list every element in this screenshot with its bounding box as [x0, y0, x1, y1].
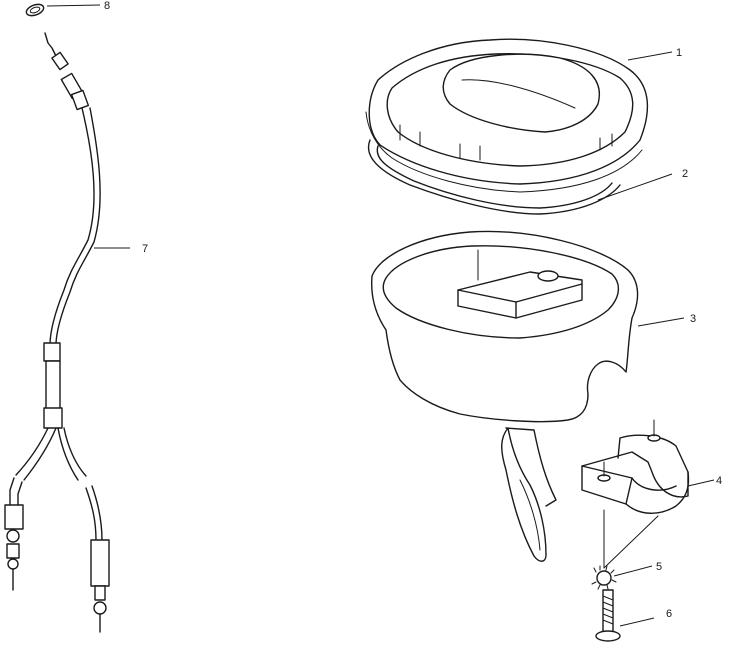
callout-3: 3 — [690, 313, 696, 325]
callout-5: 5 — [656, 561, 662, 573]
callout-1: 1 — [676, 47, 682, 59]
callout-7: 7 — [142, 243, 148, 255]
callout-8: 8 — [104, 0, 110, 12]
part-6-bolt — [595, 589, 655, 642]
part-1-cover — [365, 38, 673, 193]
part-2-gasket — [367, 139, 673, 215]
part-4-clamp — [581, 419, 715, 514]
callout-6: 6 — [666, 608, 672, 620]
callout-labels: 8 1 2 7 3 4 5 6 — [104, 0, 722, 620]
part-7-cable — [4, 32, 130, 633]
part-3-housing — [370, 230, 685, 562]
callout-4: 4 — [716, 475, 722, 487]
callout-2: 2 — [682, 168, 688, 180]
part-8-clip — [25, 3, 101, 17]
part-5-washer — [591, 509, 659, 590]
